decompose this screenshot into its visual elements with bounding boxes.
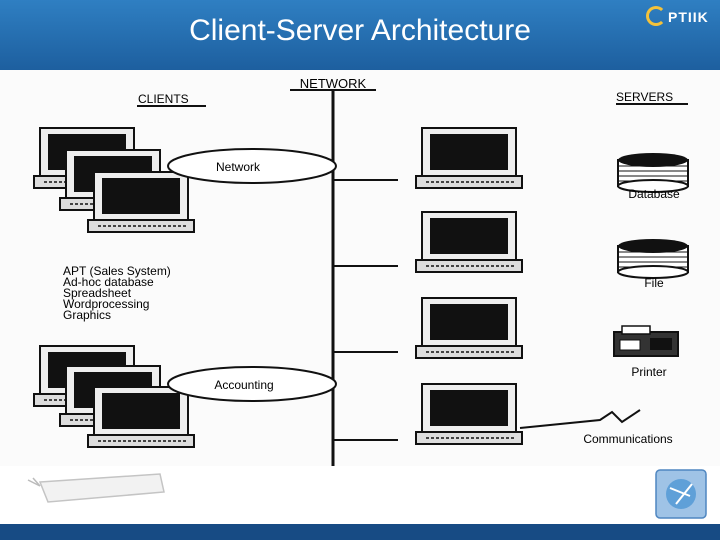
client-server-diagram: NETWORK CLIENTS SERVERS Network APT (Sal… [0, 70, 720, 466]
paper-scroll-icon [38, 473, 165, 503]
printer-icon [613, 325, 679, 357]
slide-header: Client-Server Architecture PTIIK [0, 0, 720, 70]
globe-puzzle-icon [655, 469, 707, 519]
server-label-printer: Printer [631, 365, 666, 379]
logo-swirl-icon [646, 6, 666, 26]
servers-label: SERVERS [616, 90, 673, 104]
ptiik-logo: PTIIK [646, 6, 709, 26]
clients-label: CLIENTS [138, 92, 189, 106]
app-item: Wordprocessing [63, 297, 149, 311]
network-label: NETWORK [300, 76, 367, 91]
server-label-file: File [644, 276, 664, 290]
apps-list: APT (Sales System) Ad-hoc database Sprea… [63, 264, 171, 322]
communications-icon [519, 409, 641, 429]
slide-title: Client-Server Architecture [189, 14, 531, 47]
file-server-icon [617, 238, 689, 279]
client-group-accounting: Accounting [33, 345, 337, 448]
client-group-network: Network [33, 127, 337, 233]
group-accounting-label: Accounting [214, 378, 273, 392]
accounting-bubble [167, 366, 337, 402]
slide-footer-bar [0, 524, 720, 540]
arrow-icon [27, 477, 41, 487]
app-item: Graphics [63, 308, 111, 322]
decorative-footer-art [27, 469, 707, 519]
group-network-label: Network [216, 160, 261, 174]
app-item: Spreadsheet [63, 286, 132, 300]
server-label-communications: Communications [583, 432, 672, 446]
logo-text: PTIIK [668, 9, 709, 25]
server-label-database: Database [628, 187, 680, 201]
app-item: APT (Sales System) [63, 264, 171, 278]
server-workstations [333, 127, 523, 445]
app-item: Ad-hoc database [63, 275, 154, 289]
network-bubble [167, 148, 337, 184]
